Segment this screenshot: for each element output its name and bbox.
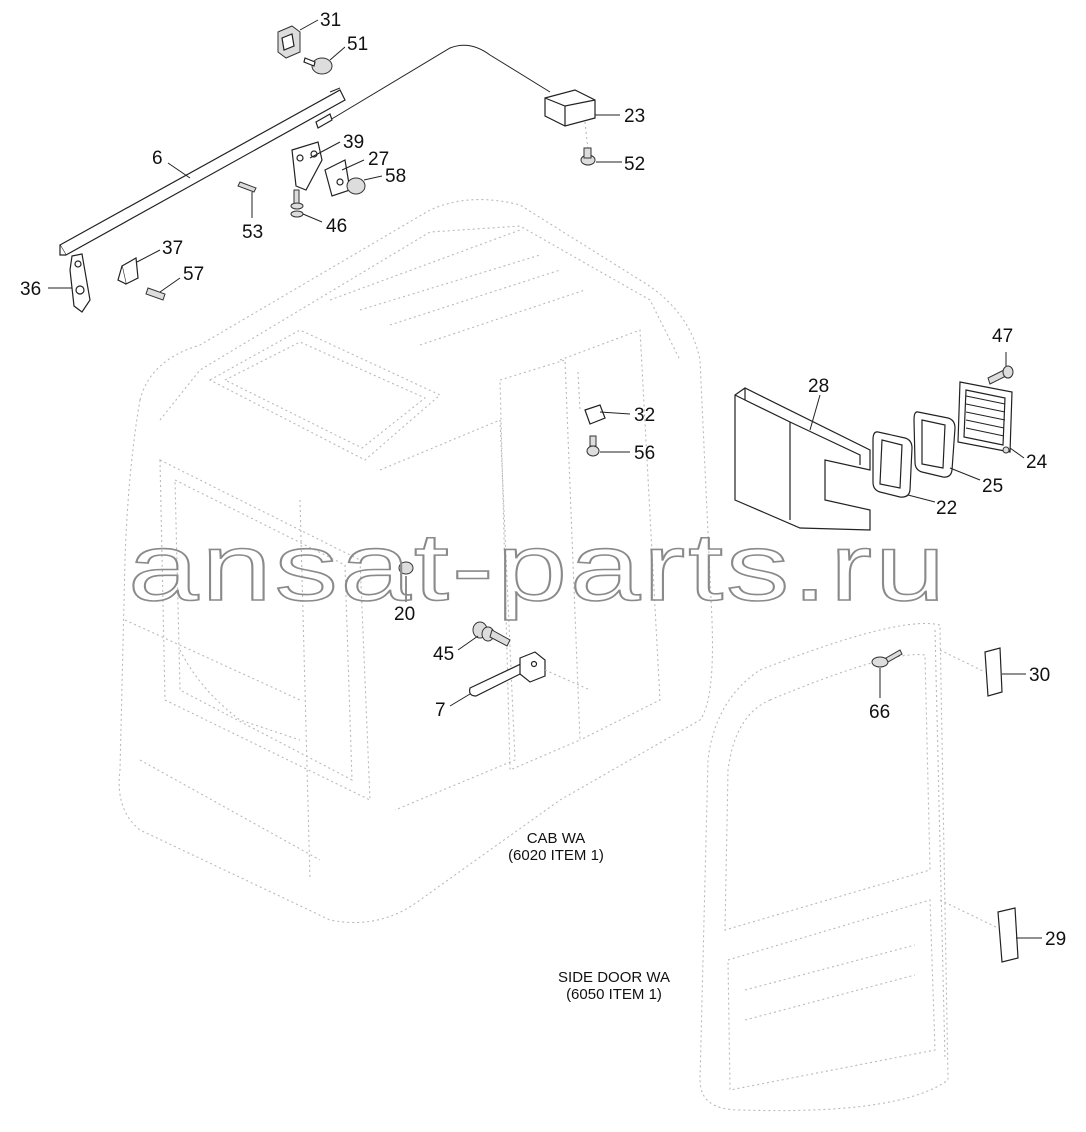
cable-part xyxy=(319,44,551,127)
grille-24-part xyxy=(957,381,1013,454)
callout-47: 47 xyxy=(992,326,1013,347)
callout-57: 57 xyxy=(183,264,204,285)
callout-25: 25 xyxy=(982,476,1003,497)
bolt-52-part xyxy=(580,147,596,166)
cover-29-part xyxy=(939,899,1019,963)
callout-56: 56 xyxy=(634,443,655,464)
callout-labels: 31 51 23 52 6 39 27 58 53 46 37 57 36 47… xyxy=(20,10,1066,950)
callout-36: 36 xyxy=(20,279,41,300)
callout-29: 29 xyxy=(1045,929,1066,950)
cover-30-part xyxy=(939,647,1003,697)
callout-20: 20 xyxy=(394,604,415,625)
callout-7: 7 xyxy=(435,700,446,721)
callout-24: 24 xyxy=(1026,452,1048,473)
gasket-25-part xyxy=(913,411,956,478)
bolt-51-part xyxy=(303,57,333,75)
grommet-20-part xyxy=(398,561,414,575)
bolt-53-part xyxy=(237,181,257,193)
callout-52: 52 xyxy=(624,154,645,175)
washer-46-part xyxy=(290,189,304,218)
bracket-37-part xyxy=(117,257,139,285)
callout-23: 23 xyxy=(624,106,645,127)
captions: CAB WA (6020 ITEM 1) SIDE DOOR WA (6050 … xyxy=(508,830,670,1003)
latch-7-part xyxy=(469,651,591,697)
cab-caption-line2: (6020 ITEM 1) xyxy=(508,847,604,864)
clip-32-part xyxy=(577,371,606,425)
rail-part xyxy=(59,87,346,256)
lever-36-part xyxy=(69,253,91,313)
callout-46: 46 xyxy=(326,216,347,237)
callout-39: 39 xyxy=(343,132,364,153)
nut-58-part xyxy=(346,177,366,195)
leader-lines xyxy=(48,19,1042,939)
callout-28: 28 xyxy=(808,376,829,397)
bracket-39-part xyxy=(291,141,323,191)
bracket-27-part xyxy=(324,159,351,197)
watermark: ansat-parts.ru xyxy=(128,514,948,621)
screw-66-part xyxy=(871,649,903,668)
callout-22: 22 xyxy=(936,498,957,519)
callout-31: 31 xyxy=(320,10,341,31)
callout-45: 45 xyxy=(433,644,454,665)
door-caption-line1: SIDE DOOR WA xyxy=(558,969,670,986)
door-caption-line2: (6050 ITEM 1) xyxy=(566,986,662,1003)
callout-30: 30 xyxy=(1029,665,1050,686)
panel-28-part xyxy=(734,387,871,531)
callout-58: 58 xyxy=(385,166,406,187)
block-23-part xyxy=(544,89,596,151)
bolt-57-part xyxy=(145,287,166,301)
cab-caption-line1: CAB WA xyxy=(527,830,586,847)
door-outline xyxy=(699,622,949,1112)
callout-6: 6 xyxy=(152,148,163,169)
cab-outline xyxy=(118,199,714,923)
callout-51: 51 xyxy=(347,34,368,55)
gasket-22-part xyxy=(872,431,913,498)
callout-37: 37 xyxy=(162,238,183,259)
clip-31-part xyxy=(277,25,301,59)
callout-27: 27 xyxy=(368,149,389,170)
bolt-56-part xyxy=(586,435,600,457)
callout-53: 53 xyxy=(242,222,263,243)
callout-66: 66 xyxy=(869,702,890,723)
bolt-45-part xyxy=(472,621,511,647)
callout-32: 32 xyxy=(634,405,655,426)
bolt-47-part xyxy=(987,365,1014,385)
